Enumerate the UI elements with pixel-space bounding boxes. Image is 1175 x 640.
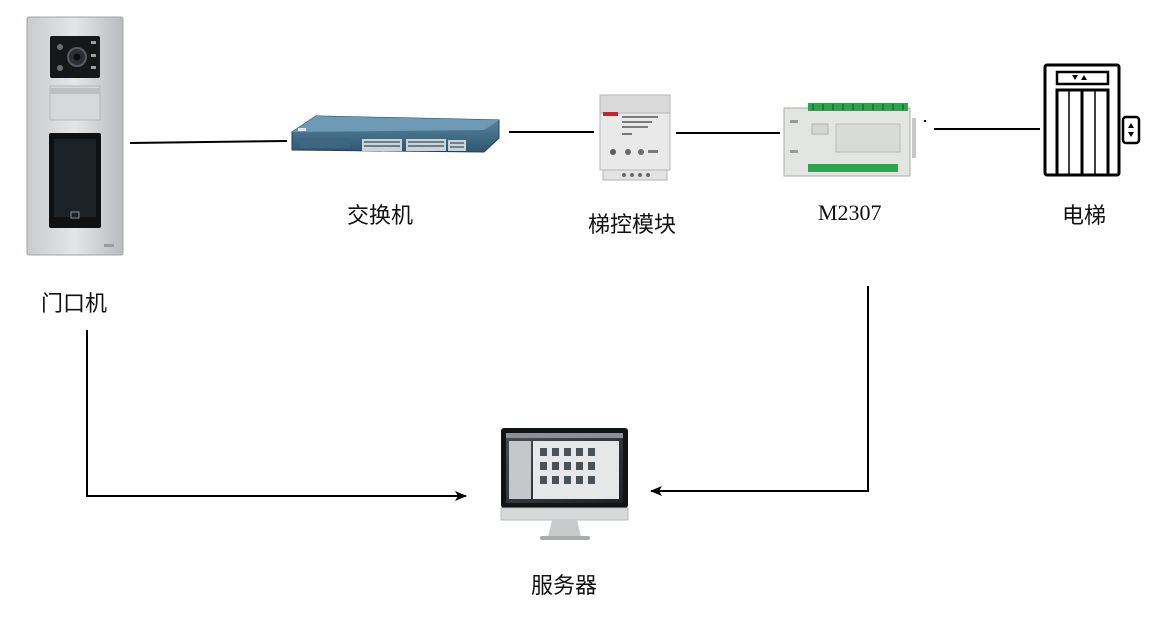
node-label-elevator-module: 梯控模块 (588, 213, 677, 238)
node-label-server: 服务器 (531, 574, 598, 599)
node-label-elevator: 电梯 (1062, 204, 1107, 229)
elevator-icon (1043, 63, 1141, 177)
stray-dot (924, 120, 926, 122)
edge-m2307-server (650, 286, 869, 496)
io-controller-icon (783, 103, 916, 177)
edge-door-server (86, 330, 467, 501)
computer-monitor-icon (500, 428, 629, 540)
edge-door-switch (129, 140, 288, 144)
network-switch-icon (291, 115, 500, 153)
node-label-m2307: M2307 (818, 200, 882, 225)
node-label-door-station: 门口机 (41, 292, 108, 317)
node-label-switch: 交换机 (347, 204, 414, 229)
elevator-control-module-icon (599, 94, 671, 181)
door-station-icon (26, 16, 124, 256)
